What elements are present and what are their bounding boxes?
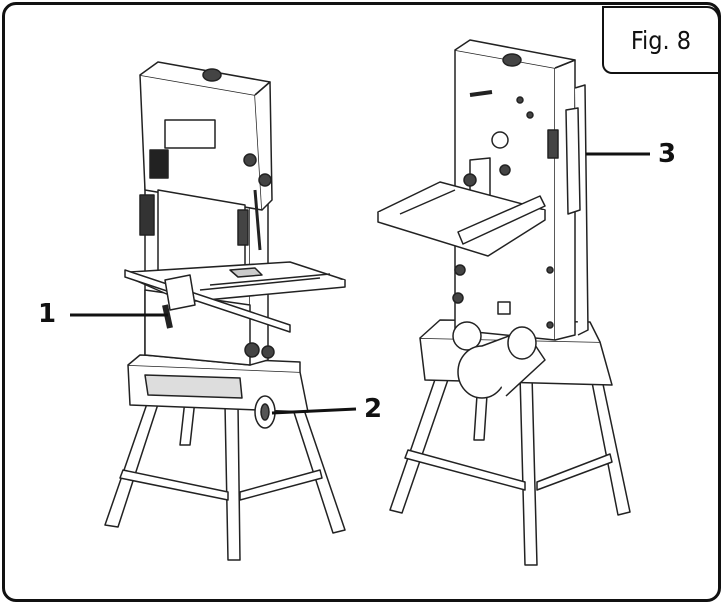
callout-3: 3 (658, 139, 677, 169)
callout-1: 1 (38, 299, 57, 329)
figure-label: Fig. 8 (602, 6, 721, 74)
right-bandsaw (377, 39, 631, 566)
callout-2: 2 (364, 394, 383, 424)
left-bandsaw (104, 61, 346, 561)
leader-line-2 (271, 407, 357, 415)
